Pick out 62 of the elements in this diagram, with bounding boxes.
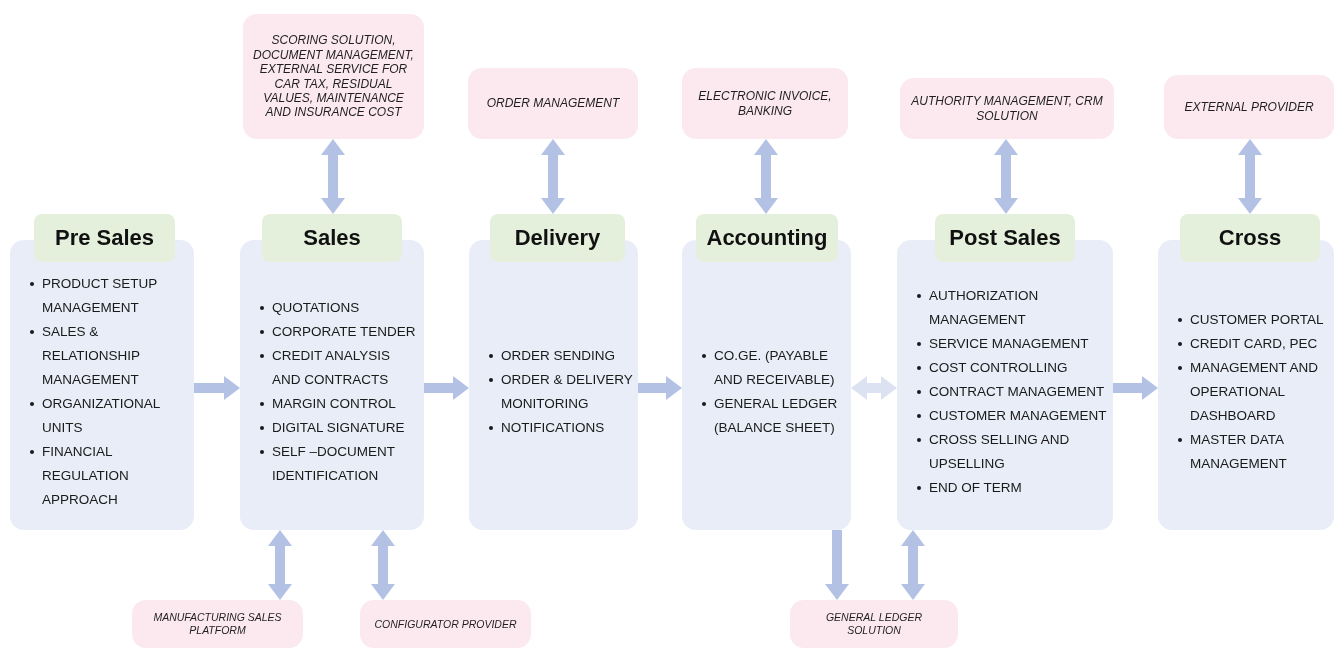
arrow bbox=[541, 139, 565, 214]
list-item: SALES & RELATIONSHIP MANAGEMENT bbox=[42, 323, 141, 389]
list-item: MASTER DATA MANAGEMENT bbox=[1190, 431, 1288, 473]
list-item: CUSTOMER PORTAL bbox=[1190, 311, 1324, 329]
system-label: AUTHORITY MANAGEMENT, CRM SOLUTION bbox=[910, 94, 1104, 123]
system-label: ELECTRONIC INVOICE, BANKING bbox=[697, 89, 833, 118]
system-box bbox=[360, 600, 531, 648]
list-item: SERVICE MANAGEMENT bbox=[929, 335, 1089, 353]
list-item: CO.GE. (PAYABLE AND RECEIVABLE) bbox=[714, 347, 836, 389]
system-box bbox=[132, 600, 303, 648]
list-item: CREDIT CARD, PEC bbox=[1190, 335, 1318, 353]
list-item: SELF –DOCUMENT IDENTIFICATION bbox=[272, 443, 396, 485]
system-label: SCORING SOLUTION, DOCUMENT MANAGEMENT, EXTERNAL SERVICE FOR CAR TAX, RESIDUAL VALUES, MAINTENANCE AND INSURANCE COST bbox=[252, 33, 415, 120]
list-item: GENERAL LEDGER (BALANCE SHEET) bbox=[714, 395, 839, 437]
system-box bbox=[900, 78, 1114, 139]
arrow bbox=[825, 530, 849, 600]
system-box bbox=[682, 68, 848, 139]
system-label: CONFIGURATOR PROVIDER bbox=[374, 617, 517, 631]
stage-heading: Delivery bbox=[490, 214, 625, 262]
list-item: ORGANIZATIONAL UNITS bbox=[42, 395, 161, 437]
arrow bbox=[754, 139, 778, 214]
arrow bbox=[851, 376, 897, 400]
list-item: CORPORATE TENDER bbox=[272, 323, 416, 341]
stage-heading: Accounting bbox=[696, 214, 838, 262]
system-box bbox=[243, 14, 424, 139]
arrow bbox=[901, 530, 925, 600]
system-label: MANUFACTURING SALES PLATFORM bbox=[152, 611, 283, 637]
list-item: CONTRACT MANAGEMENT bbox=[929, 383, 1105, 401]
system-label: EXTERNAL PROVIDER bbox=[1184, 99, 1314, 115]
arrow bbox=[268, 530, 292, 600]
list-item: MARGIN CONTROL bbox=[272, 395, 396, 413]
arrow bbox=[321, 139, 345, 214]
list-item: DIGITAL SIGNATURE bbox=[272, 419, 405, 437]
arrow bbox=[194, 376, 240, 400]
stage-heading: Cross bbox=[1180, 214, 1320, 262]
stage-heading: Post Sales bbox=[935, 214, 1075, 262]
list-item: QUOTATIONS bbox=[272, 299, 360, 317]
arrow bbox=[1113, 376, 1158, 400]
list-item: AUTHORIZATION MANAGEMENT bbox=[929, 287, 1040, 329]
list-item: END OF TERM bbox=[929, 479, 1022, 497]
system-box bbox=[1164, 75, 1334, 139]
list-item: NOTIFICATIONS bbox=[501, 419, 605, 437]
arrow bbox=[424, 376, 469, 400]
system-label: GENERAL LEDGER SOLUTION bbox=[824, 611, 924, 637]
list-item: PRODUCT SETUP MANAGEMENT bbox=[42, 275, 159, 317]
arrow bbox=[638, 376, 682, 400]
list-item: FINANCIAL REGULATION APPROACH bbox=[42, 443, 130, 509]
arrow bbox=[1238, 139, 1262, 214]
arrow bbox=[994, 139, 1018, 214]
list-item: CREDIT ANALYSIS AND CONTRACTS bbox=[272, 347, 392, 389]
system-box bbox=[468, 68, 638, 139]
system-label: ORDER MANAGEMENT bbox=[486, 96, 620, 111]
system-box bbox=[790, 600, 958, 648]
list-item: CUSTOMER MANAGEMENT bbox=[929, 407, 1107, 425]
arrow bbox=[371, 530, 395, 600]
list-item: COST CONTROLLING bbox=[929, 359, 1068, 377]
list-item: MANAGEMENT AND OPERATIONAL DASHBOARD bbox=[1190, 359, 1320, 425]
list-item: ORDER SENDING bbox=[501, 347, 615, 365]
stage-heading: Pre Sales bbox=[34, 214, 175, 262]
list-item: ORDER & DELIVERY MONITORING bbox=[501, 371, 634, 413]
list-item: CROSS SELLING AND UPSELLING bbox=[929, 431, 1071, 473]
stage-heading: Sales bbox=[262, 214, 402, 262]
